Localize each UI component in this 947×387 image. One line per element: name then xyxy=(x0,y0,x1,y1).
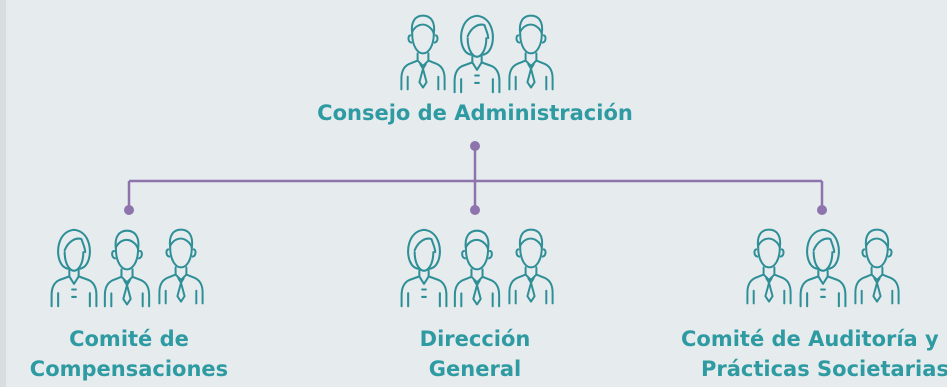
node-label-direccion: Dirección General xyxy=(419,327,531,381)
connector-dot-right xyxy=(817,205,827,215)
connector-dot-top xyxy=(470,141,480,151)
group-people-icon xyxy=(50,228,204,308)
connector-dot-left xyxy=(124,205,134,215)
group-people-icon xyxy=(746,228,900,308)
node-label-auditoria: Comité de Auditoría y Prácticas Societar… xyxy=(681,327,947,381)
node-label-consejo: Consejo de Administración xyxy=(317,101,633,125)
node-label-compensaciones: Comité de Compensaciones xyxy=(29,327,229,381)
connector-dot-center xyxy=(470,205,480,215)
left-edge-rule xyxy=(0,0,6,387)
group-people-icon xyxy=(400,14,554,94)
group-people-icon xyxy=(400,228,554,308)
